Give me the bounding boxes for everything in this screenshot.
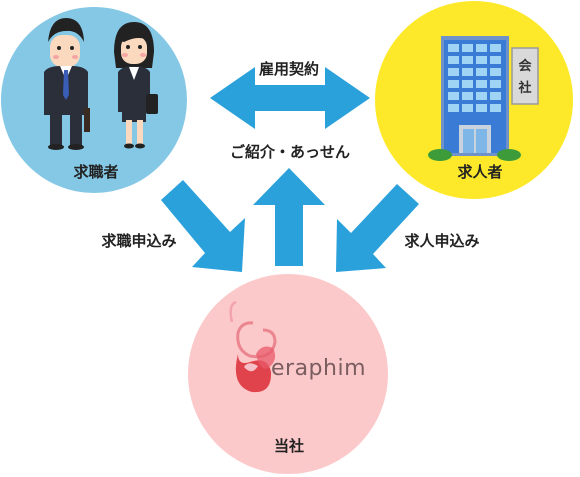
- contract-label: 雇用契約: [258, 60, 320, 78]
- building-sign-text-1: 会: [518, 58, 532, 74]
- company-label: 当社: [273, 437, 305, 455]
- businessman-icon: [44, 18, 90, 150]
- employer-label: 求人者: [457, 163, 503, 181]
- contract-arrow: [210, 67, 370, 129]
- seeker-application-label: 求職申込み: [101, 232, 177, 250]
- seeker-application-arrow: [161, 180, 245, 272]
- seraphim-logo: eraphim: [229, 300, 366, 393]
- company-circle: [188, 274, 388, 474]
- building-sign-text-2: 社: [517, 80, 531, 96]
- businesswoman-icon: [114, 22, 158, 149]
- office-building-icon: 会 社: [428, 36, 539, 161]
- employer-application-arrow: [336, 184, 419, 272]
- introduction-label: ご紹介・あっせん: [229, 143, 351, 161]
- employer-application-label: 求人申込み: [404, 232, 480, 250]
- introduction-arrow: [253, 168, 325, 266]
- logo-wordmark: eraphim: [271, 356, 366, 381]
- job-seeker-label: 求職者: [73, 163, 119, 181]
